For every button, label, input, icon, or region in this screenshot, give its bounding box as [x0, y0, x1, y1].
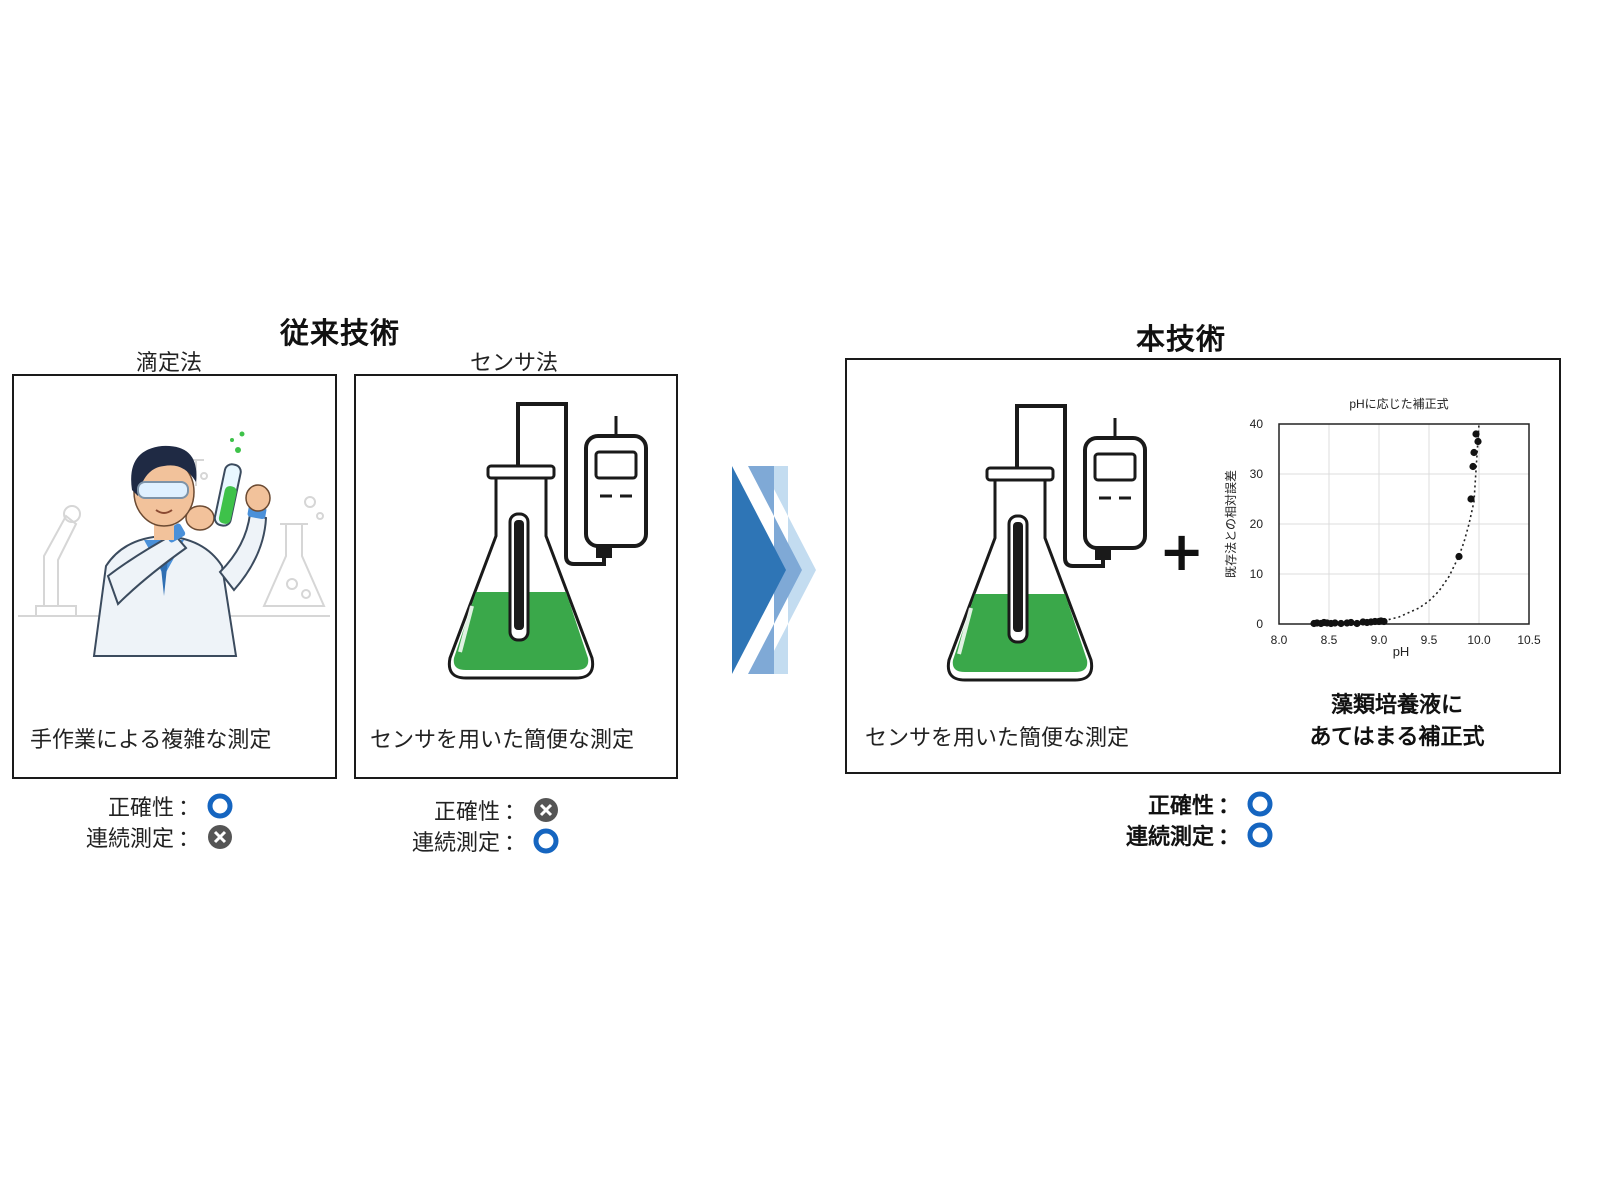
colon: ： [178, 826, 201, 852]
scientist-illustration [18, 431, 330, 657]
titration-label: 滴定法 [136, 351, 203, 376]
chart-ticks: 8.0 8.5 9.0 9.5 10.0 10.5 0 10 20 30 40 [1250, 417, 1541, 647]
accuracy-label: 正確性 [433, 799, 500, 825]
accuracy-label: 正確性 [1147, 793, 1214, 819]
formula-caption: 藻類培養液に あてはまる補正式 [1297, 690, 1497, 754]
sensor-panel: センサを用いた簡便な測定 [354, 374, 678, 779]
x-tick-label: 9.5 [1421, 633, 1438, 647]
data-point [1331, 619, 1339, 627]
x-tick-label: 9.0 [1371, 633, 1388, 647]
x-tick-label: 10.0 [1467, 633, 1491, 647]
proposed-heading: 本技術 [1136, 322, 1227, 356]
plus-sign: + [1159, 520, 1205, 583]
continuous-label: 連続測定 [1125, 824, 1214, 850]
gray-cross-icon [534, 797, 559, 822]
data-point [1469, 462, 1477, 471]
sensor-meter-icon [1083, 418, 1147, 560]
data-point [1470, 448, 1478, 457]
blue-ring-icon [1247, 791, 1273, 816]
x-tick-label: 10.5 [1517, 633, 1541, 647]
blue-ring-icon [207, 793, 233, 818]
data-point [1455, 552, 1463, 561]
chevron-right-arrow-icon [732, 466, 816, 674]
chart-points [1310, 430, 1482, 628]
chart-title: pHに応じた補正式 [1349, 397, 1448, 411]
y-tick-label: 30 [1250, 467, 1264, 481]
y-axis-label: 既存法との相対誤差 [1223, 470, 1238, 578]
sensor-meter-icon [584, 416, 648, 558]
data-point [1472, 430, 1480, 438]
y-tick-label: 40 [1250, 417, 1264, 431]
data-point [1353, 619, 1361, 628]
formula-caption-line1: 藻類培養液に [1330, 693, 1463, 718]
colon: ： [504, 830, 527, 856]
plot-frame [1278, 423, 1530, 625]
sensor-evaluation: 正確性 ： 連続測定 ： [366, 794, 560, 856]
titration-caption: 手作業による複雑な測定 [30, 728, 272, 753]
proposed-sensor-flask-illustration [946, 404, 1147, 682]
formula-caption-line2: あてはまる補正式 [1309, 725, 1485, 750]
data-point [1467, 495, 1475, 503]
test-tube-icon [213, 431, 245, 527]
titration-panel: 手作業による複雑な測定 [12, 374, 337, 779]
proposed-sensor-caption: センサを用いた簡便な測定 [865, 726, 1130, 751]
fit-curve [1378, 423, 1480, 623]
gray-cross-icon [208, 824, 233, 849]
data-point [1337, 619, 1345, 628]
sensor-label: センサ法 [470, 351, 559, 376]
colon: ： [1218, 793, 1241, 819]
y-tick-label: 0 [1256, 617, 1263, 631]
proposed-evaluation: 正確性 ： 連続測定 ： [1080, 788, 1274, 850]
continuous-label: 連続測定 [85, 826, 174, 852]
chart-grid [1278, 423, 1530, 625]
blue-ring-icon [533, 828, 559, 853]
conventional-heading: 従来技術 [280, 316, 401, 350]
colon: ： [178, 795, 201, 821]
x-axis-label: pH [1393, 644, 1410, 659]
y-tick-label: 10 [1250, 567, 1264, 581]
titration-evaluation: 正確性 ： 連続測定 ： [40, 790, 234, 852]
x-tick-label: 8.0 [1271, 633, 1288, 647]
y-tick-label: 20 [1250, 517, 1264, 531]
colon: ： [504, 799, 527, 825]
accuracy-label: 正確性 [107, 795, 174, 821]
data-point [1474, 437, 1482, 446]
colon: ： [1218, 824, 1241, 850]
sensor-caption: センサを用いた簡便な測定 [370, 728, 635, 753]
continuous-label: 連続測定 [411, 830, 500, 856]
proposed-panel: + pHに応じた補正式 8.0 8.5 9.0 9.5 10.0 10.5 0 10 20 30 4… [845, 358, 1561, 774]
sensor-probe-icon [1007, 514, 1029, 644]
x-tick-label: 8.5 [1321, 633, 1338, 647]
data-point [1380, 617, 1388, 626]
sensor-probe-icon [508, 512, 530, 642]
sensor-flask-illustration [447, 402, 648, 680]
blue-ring-icon [1247, 822, 1273, 847]
data-point [1347, 618, 1355, 627]
